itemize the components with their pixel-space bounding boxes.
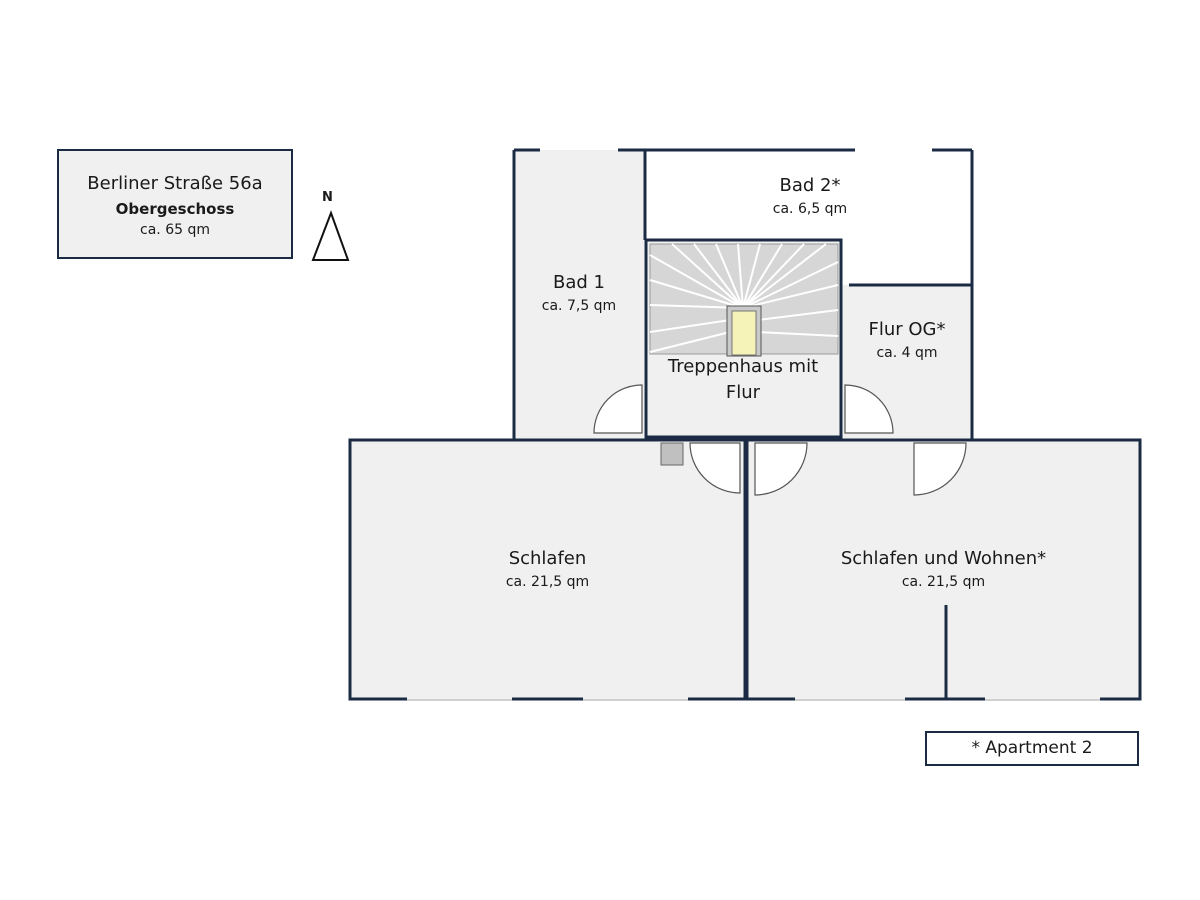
staircase xyxy=(649,243,839,357)
room-schlafen-area: ca. 21,5 qm xyxy=(505,574,590,590)
north-label: N xyxy=(322,190,333,205)
total-area-text: ca. 65 qm xyxy=(140,222,210,238)
room-schlafen-name: Schlafen xyxy=(508,548,587,569)
info-box: Berliner Straße 56a Obergeschoss ca. 65 … xyxy=(57,149,293,259)
room-bad1-name: Bad 1 xyxy=(553,272,605,293)
floor-text: Obergeschoss xyxy=(115,200,235,218)
door-bad1 xyxy=(593,384,643,434)
room-schlafen: Schlafen ca. 21,5 qm xyxy=(350,546,745,592)
room-bad2-name: Bad 2* xyxy=(779,175,841,196)
door-wohnen-2 xyxy=(913,442,967,496)
room-bad1: Bad 1 ca. 7,5 qm xyxy=(514,270,644,316)
shaft xyxy=(660,442,684,466)
room-schlafen-wohnen-area: ca. 21,5 qm xyxy=(901,574,986,590)
room-schlafen-wohnen: Schlafen und Wohnen* ca. 21,5 qm xyxy=(747,546,1140,592)
room-bad2: Bad 2* ca. 6,5 qm xyxy=(700,173,920,219)
address-text: Berliner Straße 56a xyxy=(87,173,263,194)
schlafen-floor xyxy=(350,440,745,699)
door-flur-og xyxy=(844,384,894,434)
room-treppenhaus-name-1: Treppenhaus mit xyxy=(667,356,819,377)
room-treppenhaus-name-2: Flur xyxy=(725,382,761,403)
room-bad1-area: ca. 7,5 qm xyxy=(541,298,617,314)
room-flur-og: Flur OG* ca. 4 qm xyxy=(842,317,972,363)
north-arrow-icon xyxy=(311,210,350,261)
room-flur-og-name: Flur OG* xyxy=(868,319,946,340)
door-wohnen-1 xyxy=(754,442,808,496)
room-treppenhaus: Treppenhaus mit Flur xyxy=(648,354,838,406)
room-flur-og-area: ca. 4 qm xyxy=(876,345,938,361)
room-schlafen-wohnen-name: Schlafen und Wohnen* xyxy=(840,548,1047,569)
door-schlafen xyxy=(689,442,741,494)
apartment-legend: * Apartment 2 xyxy=(925,731,1139,766)
room-bad2-area: ca. 6,5 qm xyxy=(772,201,848,217)
